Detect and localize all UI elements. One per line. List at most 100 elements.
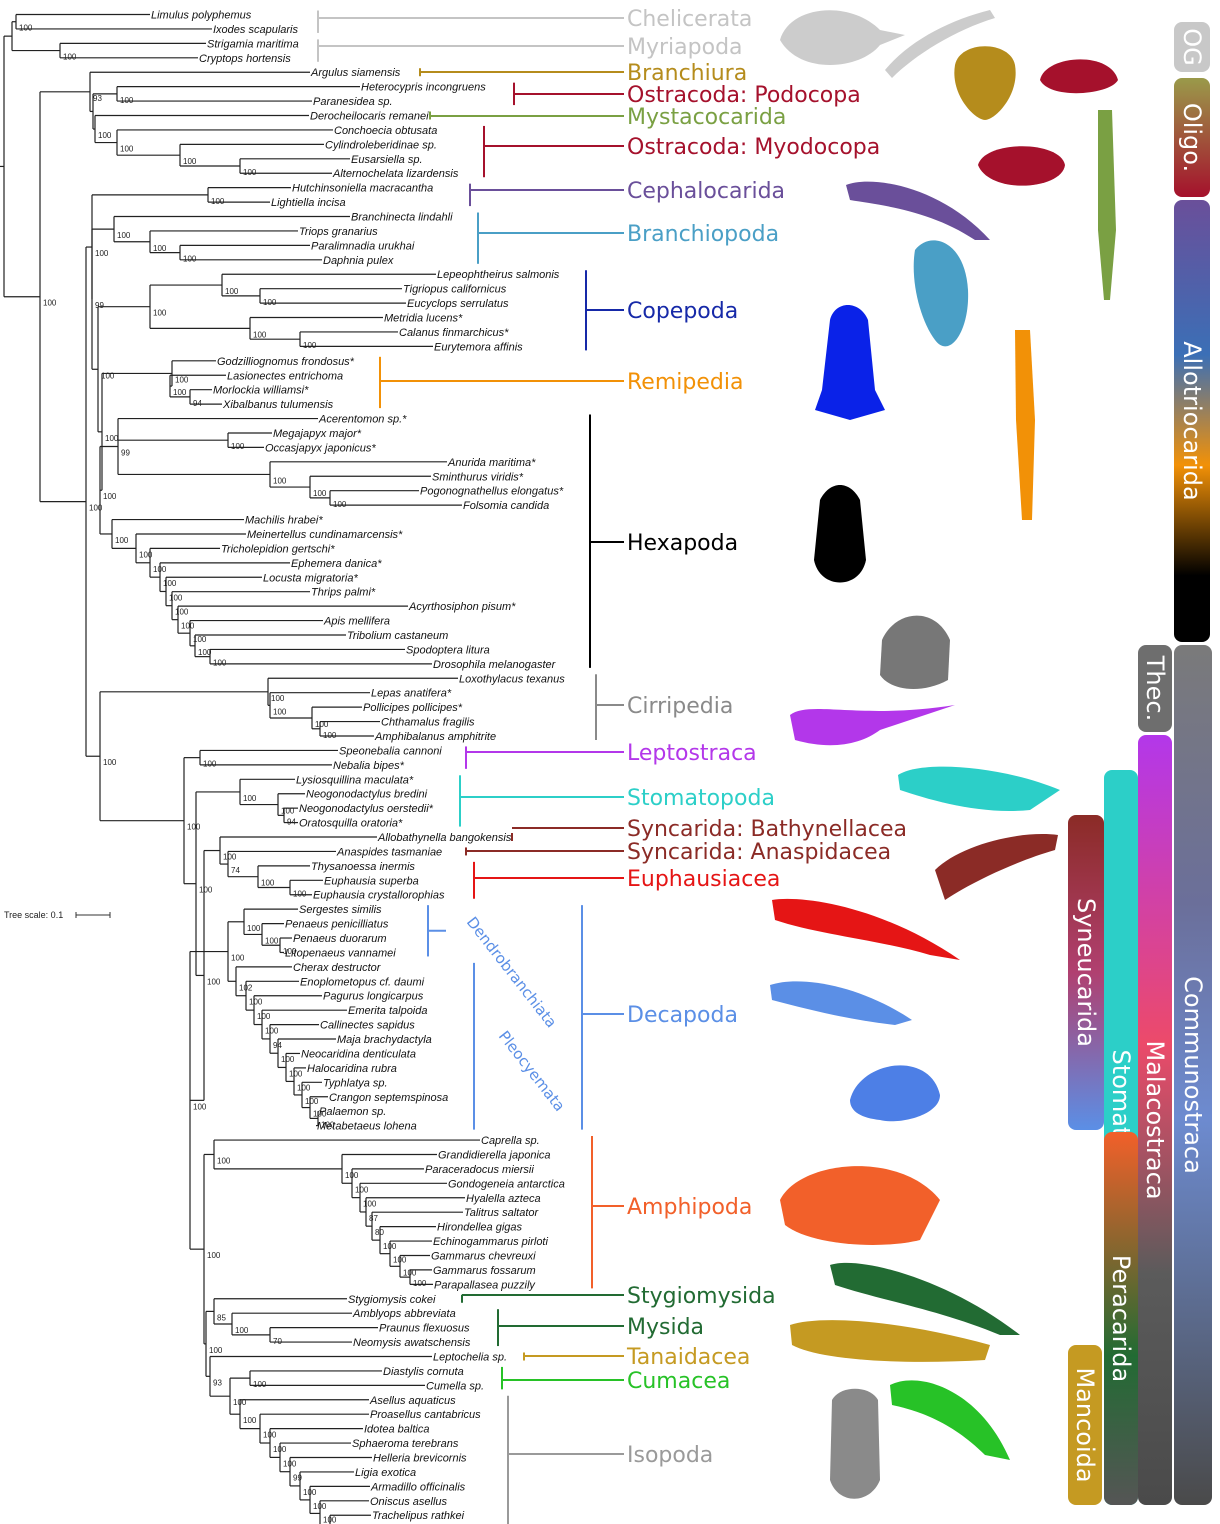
bootstrap-value: 100 xyxy=(265,1027,279,1036)
bar-shape xyxy=(1068,1345,1102,1505)
tip-label: Praunus flexuosus xyxy=(379,1323,470,1335)
tip-label: Maja brachydactyla xyxy=(337,1034,432,1046)
tip-label: Cylindroleberidinae sp. xyxy=(325,139,437,151)
bar-communostraca: Communostraca xyxy=(1174,645,1212,1505)
tip-label: Neomysis awatschensis xyxy=(353,1337,471,1349)
tip-label: Eurytemora affinis xyxy=(434,341,523,353)
clade-label: Chelicerata xyxy=(627,7,752,32)
tip-label: Cryptops hortensis xyxy=(199,53,291,65)
tip-label: Gondogeneia antarctica xyxy=(448,1178,565,1190)
tip-label: Penaeus duorarum xyxy=(293,933,387,945)
tip-label: Anaspides tasmaniae xyxy=(336,846,442,858)
bar-label: Syneucarida xyxy=(1072,898,1100,1047)
bootstrap-value: 100 xyxy=(273,1445,287,1454)
bootstrap-value: 100 xyxy=(305,1097,319,1106)
tip-label: Folsomia candida xyxy=(463,500,549,512)
bootstrap-value: 100 xyxy=(273,476,287,485)
bootstrap-value: 100 xyxy=(293,890,307,899)
bar-shape xyxy=(1174,200,1210,642)
tip-label: Sphaeroma terebrans xyxy=(352,1438,459,1450)
bootstrap-value: 100 xyxy=(297,1083,311,1092)
bootstrap-value: 100 xyxy=(120,145,134,154)
bootstrap-value: 100 xyxy=(231,442,245,451)
bootstrap-value: 100 xyxy=(223,853,237,862)
tip-label: Tribolium castaneum xyxy=(347,630,448,642)
clade-label: Myriapoda xyxy=(627,35,743,60)
bar-label: Malacostraca xyxy=(1141,1040,1169,1199)
bar-shape xyxy=(1068,815,1104,1130)
bar-allotriocarida: Allotriocarida xyxy=(1174,200,1210,642)
bar-label: Mancoida xyxy=(1071,1367,1099,1482)
tip-label: Armadillo officinalis xyxy=(370,1481,466,1493)
tip-label: Metridia lucens* xyxy=(384,313,463,325)
tip-label: Argulus siamensis xyxy=(310,67,401,79)
tip-label: Speonebalia cannoni xyxy=(339,745,442,757)
clade-label: Mysida xyxy=(627,1315,704,1340)
syncarid-silhouette xyxy=(935,834,1058,900)
tip-label: Enoplometopus cf. daumi xyxy=(300,976,425,988)
tip-label: Crangon septemspinosa xyxy=(329,1092,448,1104)
clade-label: Copepoda xyxy=(627,299,738,324)
tip-label: Drosophila melanogaster xyxy=(433,659,557,671)
bootstrap-value: 100 xyxy=(283,947,297,956)
tip-label: Paralimnadia urukhai xyxy=(311,240,415,252)
clade-amphipoda: Amphipoda xyxy=(591,1136,752,1289)
tip-label: Chthamalus fragilis xyxy=(381,717,475,729)
clade-label: Hexapoda xyxy=(627,531,738,556)
tip-label: Hirondellea gigas xyxy=(437,1222,522,1234)
centipede-silhouette xyxy=(885,10,995,78)
clade-chelicerata: Chelicerata xyxy=(317,7,752,33)
tip-label: Helleria brevicornis xyxy=(373,1453,467,1465)
bootstrap-value: 100 xyxy=(103,758,117,767)
tip-label: Cumella sp. xyxy=(426,1380,484,1392)
bootstrap-value: 100 xyxy=(355,1185,369,1194)
bootstrap-value: 100 xyxy=(393,1256,407,1265)
tip-label: Echinogammarus pirloti xyxy=(433,1236,548,1248)
bootstrap-value: 100 xyxy=(323,1515,337,1524)
tip-label: Leptochelia sp. xyxy=(433,1351,507,1363)
bootstrap-value: 100 xyxy=(98,131,112,140)
bootstrap-value: 80 xyxy=(375,1228,384,1237)
tip-label: Thrips palmi* xyxy=(311,587,376,599)
bootstrap-value: 100 xyxy=(183,255,197,264)
bootstrap-value: 100 xyxy=(233,1398,247,1407)
tip-label: Amblyops abbreviata xyxy=(352,1308,456,1320)
bootstrap-value: 100 xyxy=(181,622,195,631)
clade-syncarida-anaspidacea: Syncarida: Anaspidacea xyxy=(465,840,891,865)
tip-label: Pogonognathellus elongatus* xyxy=(420,486,564,498)
bar-og: OG xyxy=(1174,22,1210,72)
tip-label: Strigamia maritima xyxy=(207,38,299,50)
bootstrap-value: 100 xyxy=(19,24,33,33)
tip-label: Caprella sp. xyxy=(481,1135,540,1147)
bar-syneucarida: Syneucarida xyxy=(1068,815,1104,1130)
clade-label: Syncarida: Bathynellacea xyxy=(627,817,907,842)
bootstrap-value: 100 xyxy=(199,886,213,895)
bar-oligo: Oligo. xyxy=(1174,78,1210,197)
bootstrap-value: 100 xyxy=(281,1055,295,1064)
bootstrap-value: 100 xyxy=(263,298,277,307)
animal-silhouettes xyxy=(770,10,1118,1499)
bar-label: Communostraca xyxy=(1179,976,1207,1174)
tip-label: Euphausia superba xyxy=(324,875,419,887)
clade-label: Branchiopoda xyxy=(627,222,779,247)
bootstrap-value: 100 xyxy=(321,1120,335,1129)
clade-euphausiacea: Euphausiacea xyxy=(473,861,780,899)
tip-label: Lasionectes entrichoma xyxy=(227,370,343,382)
subclade-dendrobranchiata: Dendrobranchiata xyxy=(427,905,560,1031)
tip-label: Callinectes sapidus xyxy=(320,1020,415,1032)
bootstrap-value: 100 xyxy=(243,794,257,803)
clade-label: Stygiomysida xyxy=(627,1284,776,1309)
bootstrap-value: 100 xyxy=(253,1380,267,1389)
podocopa-silhouette xyxy=(1040,59,1118,94)
bootstrap-value: 93 xyxy=(93,94,102,103)
tip-label: Spodoptera litura xyxy=(406,644,490,656)
bootstrap-value: 100 xyxy=(243,168,257,177)
tip-label: Proasellus cantabricus xyxy=(370,1409,481,1421)
tree-scale-label: Tree scale: 0.1 xyxy=(4,910,63,920)
bootstrap-value: 85 xyxy=(217,1313,226,1322)
tip-label: Occasjapyx japonicus* xyxy=(265,442,376,454)
tip-label: Talitrus saltator xyxy=(464,1207,540,1219)
copepod-silhouette xyxy=(815,305,885,420)
bootstrap-value: 100 xyxy=(345,1171,359,1180)
bootstrap-value: 100 xyxy=(403,1268,417,1277)
